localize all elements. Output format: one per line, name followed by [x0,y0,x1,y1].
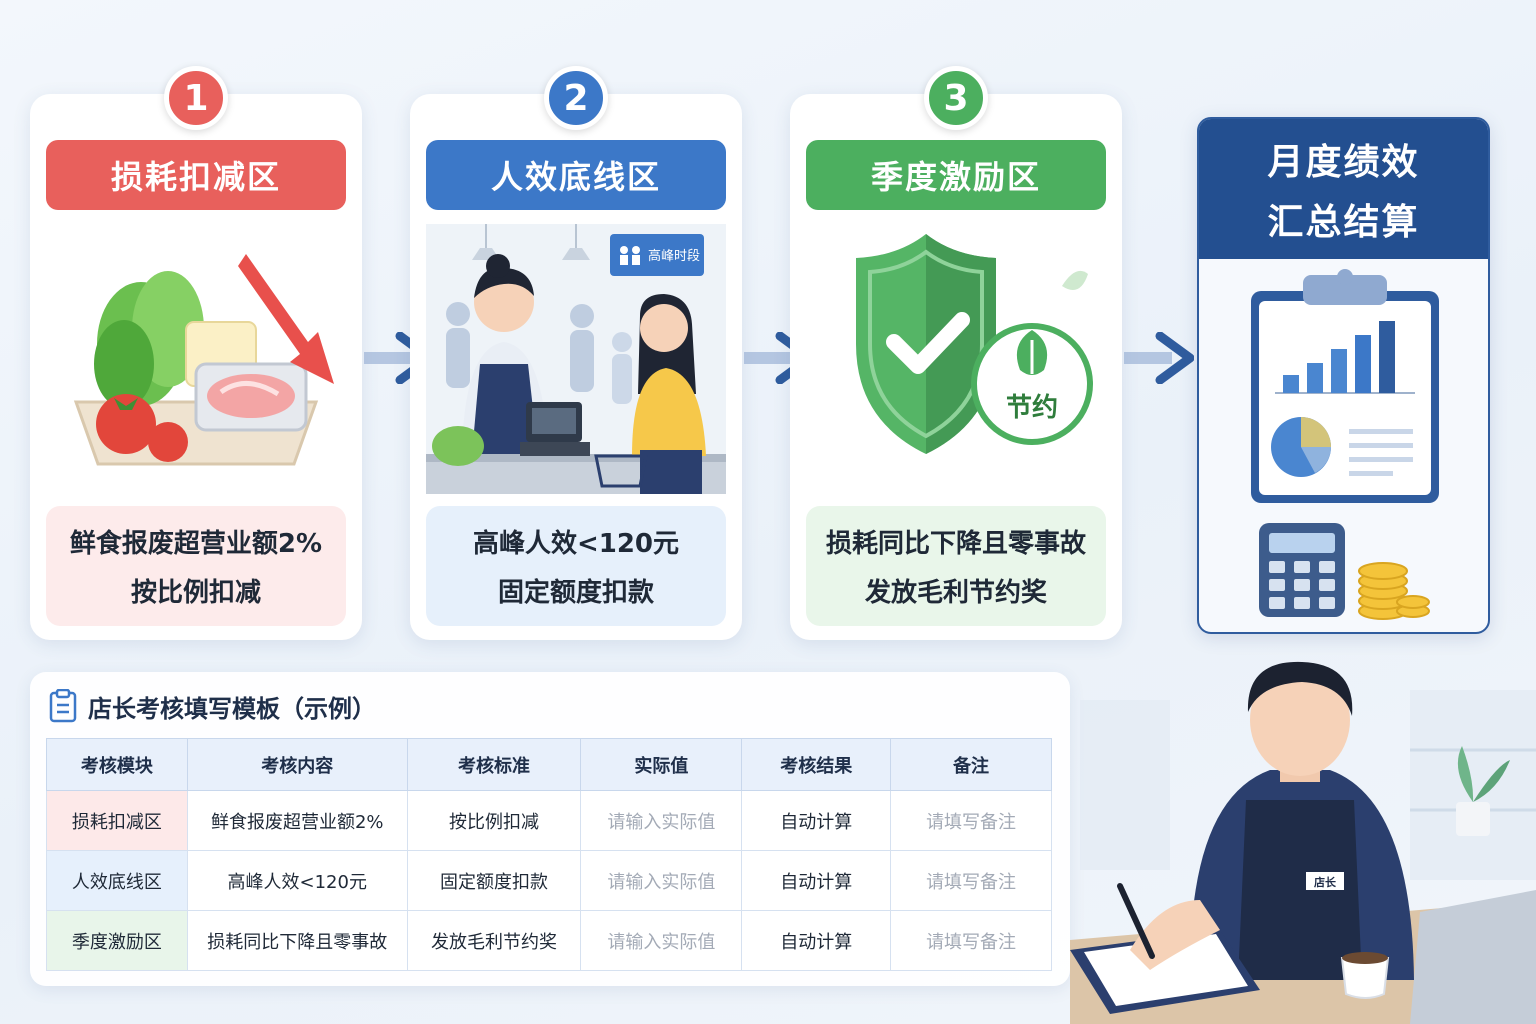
step-2-title: 人效底线区 [426,140,726,210]
table-row: 损耗扣减区 鲜食报废超营业额2% 按比例扣减 请输入实际值 自动计算 请填写备注 [46,790,1052,851]
step-card-1: 损耗扣减区 鲜食报废超营业额2% 按比例扣减 [30,94,362,640]
step-2-description: 高峰人效<120元 固定额度扣款 [426,506,726,626]
header-remark: 备注 [890,738,1052,791]
step-1-description: 鲜食报废超营业额2% 按比例扣减 [46,506,346,626]
clipboard-icon [49,689,77,723]
row-1-content: 鲜食报废超营业额2% [186,790,408,851]
peak-hours-sign: 高峰时段 [648,248,700,264]
header-content: 考核内容 [186,738,408,791]
clipboard-report-icon [1251,269,1439,503]
step-3-number-badge: 3 [924,66,988,130]
step-2-desc-line1: 高峰人效<120元 [472,529,680,559]
step-1-desc-line1: 鲜食报废超营业额2% [69,529,323,559]
monthly-settlement-card: 月度绩效 汇总结算 [1197,117,1490,634]
store-manager-illustration: 店长 [1070,661,1536,1024]
header-standard: 考核标准 [406,738,582,791]
savings-seal-text: 节约 [1006,392,1058,423]
row-1-actual-input[interactable]: 请输入实际值 [580,790,743,851]
step-1-number-badge: 1 [164,66,228,130]
step-1-desc-line2: 按比例扣减 [130,578,261,608]
header-result: 考核结果 [741,738,892,791]
shield-savings-illustration: 节约 [856,234,1093,454]
row-2-content: 高峰人效<120元 [186,850,408,911]
row-2-actual-input[interactable]: 请输入实际值 [580,850,743,911]
step-3-desc-line2: 发放毛利节约奖 [864,578,1047,608]
row-3-standard: 发放毛利节约奖 [406,910,582,971]
coin-stack-icon [1358,562,1430,620]
row-1-result: 自动计算 [741,790,892,851]
header-module: 考核模块 [46,738,188,791]
step-card-3: 季度激励区 节约 损耗同比下降且零事故 发放毛利节约奖 [790,94,1122,640]
row-3-result: 自动计算 [741,910,892,971]
table-header-row: 考核模块 考核内容 考核标准 实际值 考核结果 备注 [46,738,1052,791]
checkout-staff-illustration: 高峰时段 [426,224,726,494]
step-3-title: 季度激励区 [806,140,1106,210]
fresh-food-loss-illustration [73,254,334,466]
step-card-2: 人效底线区 高峰时段 高峰 [410,94,742,640]
header-actual: 实际值 [580,738,743,791]
step-3-desc-line1: 损耗同比下降且零事故 [825,529,1086,559]
row-1-standard: 按比例扣减 [406,790,582,851]
table-row: 季度激励区 损耗同比下降且零事故 发放毛利节约奖 请输入实际值 自动计算 请填写… [46,910,1052,971]
summary-title-line2: 汇总结算 [1267,202,1420,243]
row-2-result: 自动计算 [741,850,892,911]
summary-title-line1: 月度绩效 [1267,142,1420,183]
row-3-content: 损耗同比下降且零事故 [186,910,408,971]
template-heading: 店长考核填写模板（示例） [48,688,376,724]
assessment-table: 考核模块 考核内容 考核标准 实际值 考核结果 备注 损耗扣减区 鲜食报废超营业… [46,738,1052,971]
calculator-icon [1259,523,1345,617]
row-1-remark-input[interactable]: 请填写备注 [890,790,1052,851]
step-3-description: 损耗同比下降且零事故 发放毛利节约奖 [806,506,1106,626]
manager-assessment-template: 店长考核填写模板（示例） 考核模块 考核内容 考核标准 实际值 考核结果 备注 … [30,672,1070,986]
row-3-actual-input[interactable]: 请输入实际值 [580,910,743,971]
row-3-remark-input[interactable]: 请填写备注 [890,910,1052,971]
row-2-standard: 固定额度扣款 [406,850,582,911]
step-2-desc-line2: 固定额度扣款 [497,578,654,608]
step-2-number-badge: 2 [544,66,608,130]
row-3-module: 季度激励区 [46,910,188,971]
monthly-settlement-title: 月度绩效 汇总结算 [1199,119,1488,259]
template-title: 店长考核填写模板（示例） [88,694,376,723]
row-2-remark-input[interactable]: 请填写备注 [890,850,1052,911]
row-1-module: 损耗扣减区 [46,790,188,851]
step-1-title: 损耗扣减区 [46,140,346,210]
manager-name-badge: 店长 [1314,875,1337,889]
table-row: 人效底线区 高峰人效<120元 固定额度扣款 请输入实际值 自动计算 请填写备注 [46,850,1052,911]
row-2-module: 人效底线区 [46,850,188,911]
flow-arrow-3 [1124,332,1194,384]
